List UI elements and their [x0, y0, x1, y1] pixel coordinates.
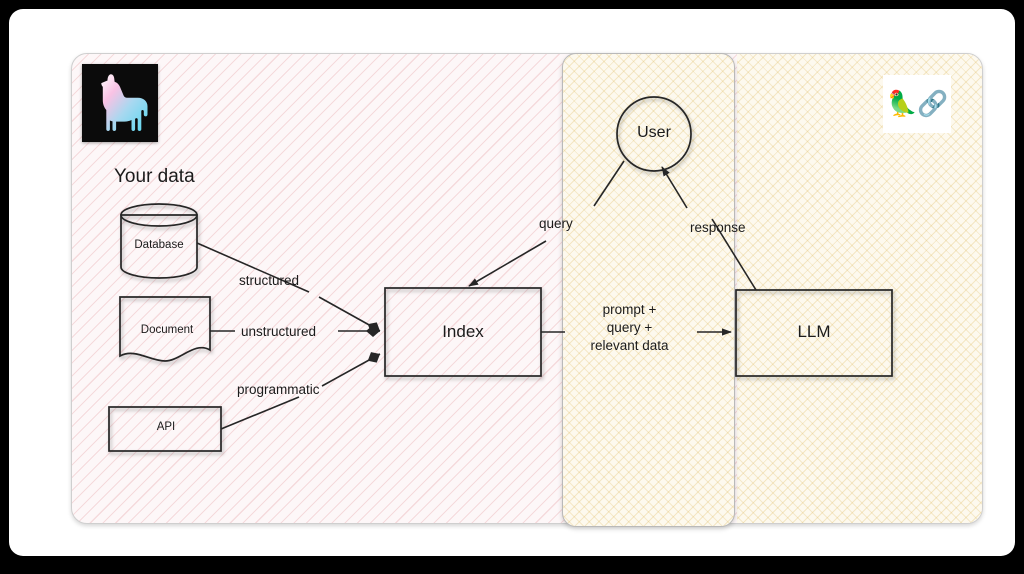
data-panel	[71, 53, 983, 524]
llamaindex-logo	[82, 64, 158, 142]
node-label-document: Document	[140, 324, 194, 336]
edge-label-programmatic: programmatic	[237, 382, 320, 397]
node-label-index: Index	[442, 322, 484, 341]
parrot-icon: 🦜	[886, 89, 918, 118]
edge-label-prompt: prompt + query + relevant data	[563, 301, 696, 354]
langchain-logo: 🦜🔗	[883, 75, 951, 133]
node-label-database: Database	[134, 239, 184, 251]
node-label-llm: LLM	[797, 322, 831, 341]
node-label-api: API	[156, 421, 176, 433]
edge-label-structured: structured	[239, 273, 300, 288]
edge-label-response: response	[690, 220, 746, 235]
page-title: Your data	[114, 166, 195, 187]
slide-page: 🦜🔗	[9, 9, 1015, 556]
edge-label-query: query	[539, 216, 573, 231]
chain-icon: 🔗	[917, 89, 948, 118]
edge-label-unstructured: unstructured	[241, 324, 317, 339]
edge-label-prompt-line1: prompt +	[602, 302, 657, 317]
edge-label-prompt-line2: query +	[606, 319, 653, 335]
node-label-user: User	[637, 124, 671, 141]
edge-label-prompt-line3: relevant data	[590, 337, 669, 353]
